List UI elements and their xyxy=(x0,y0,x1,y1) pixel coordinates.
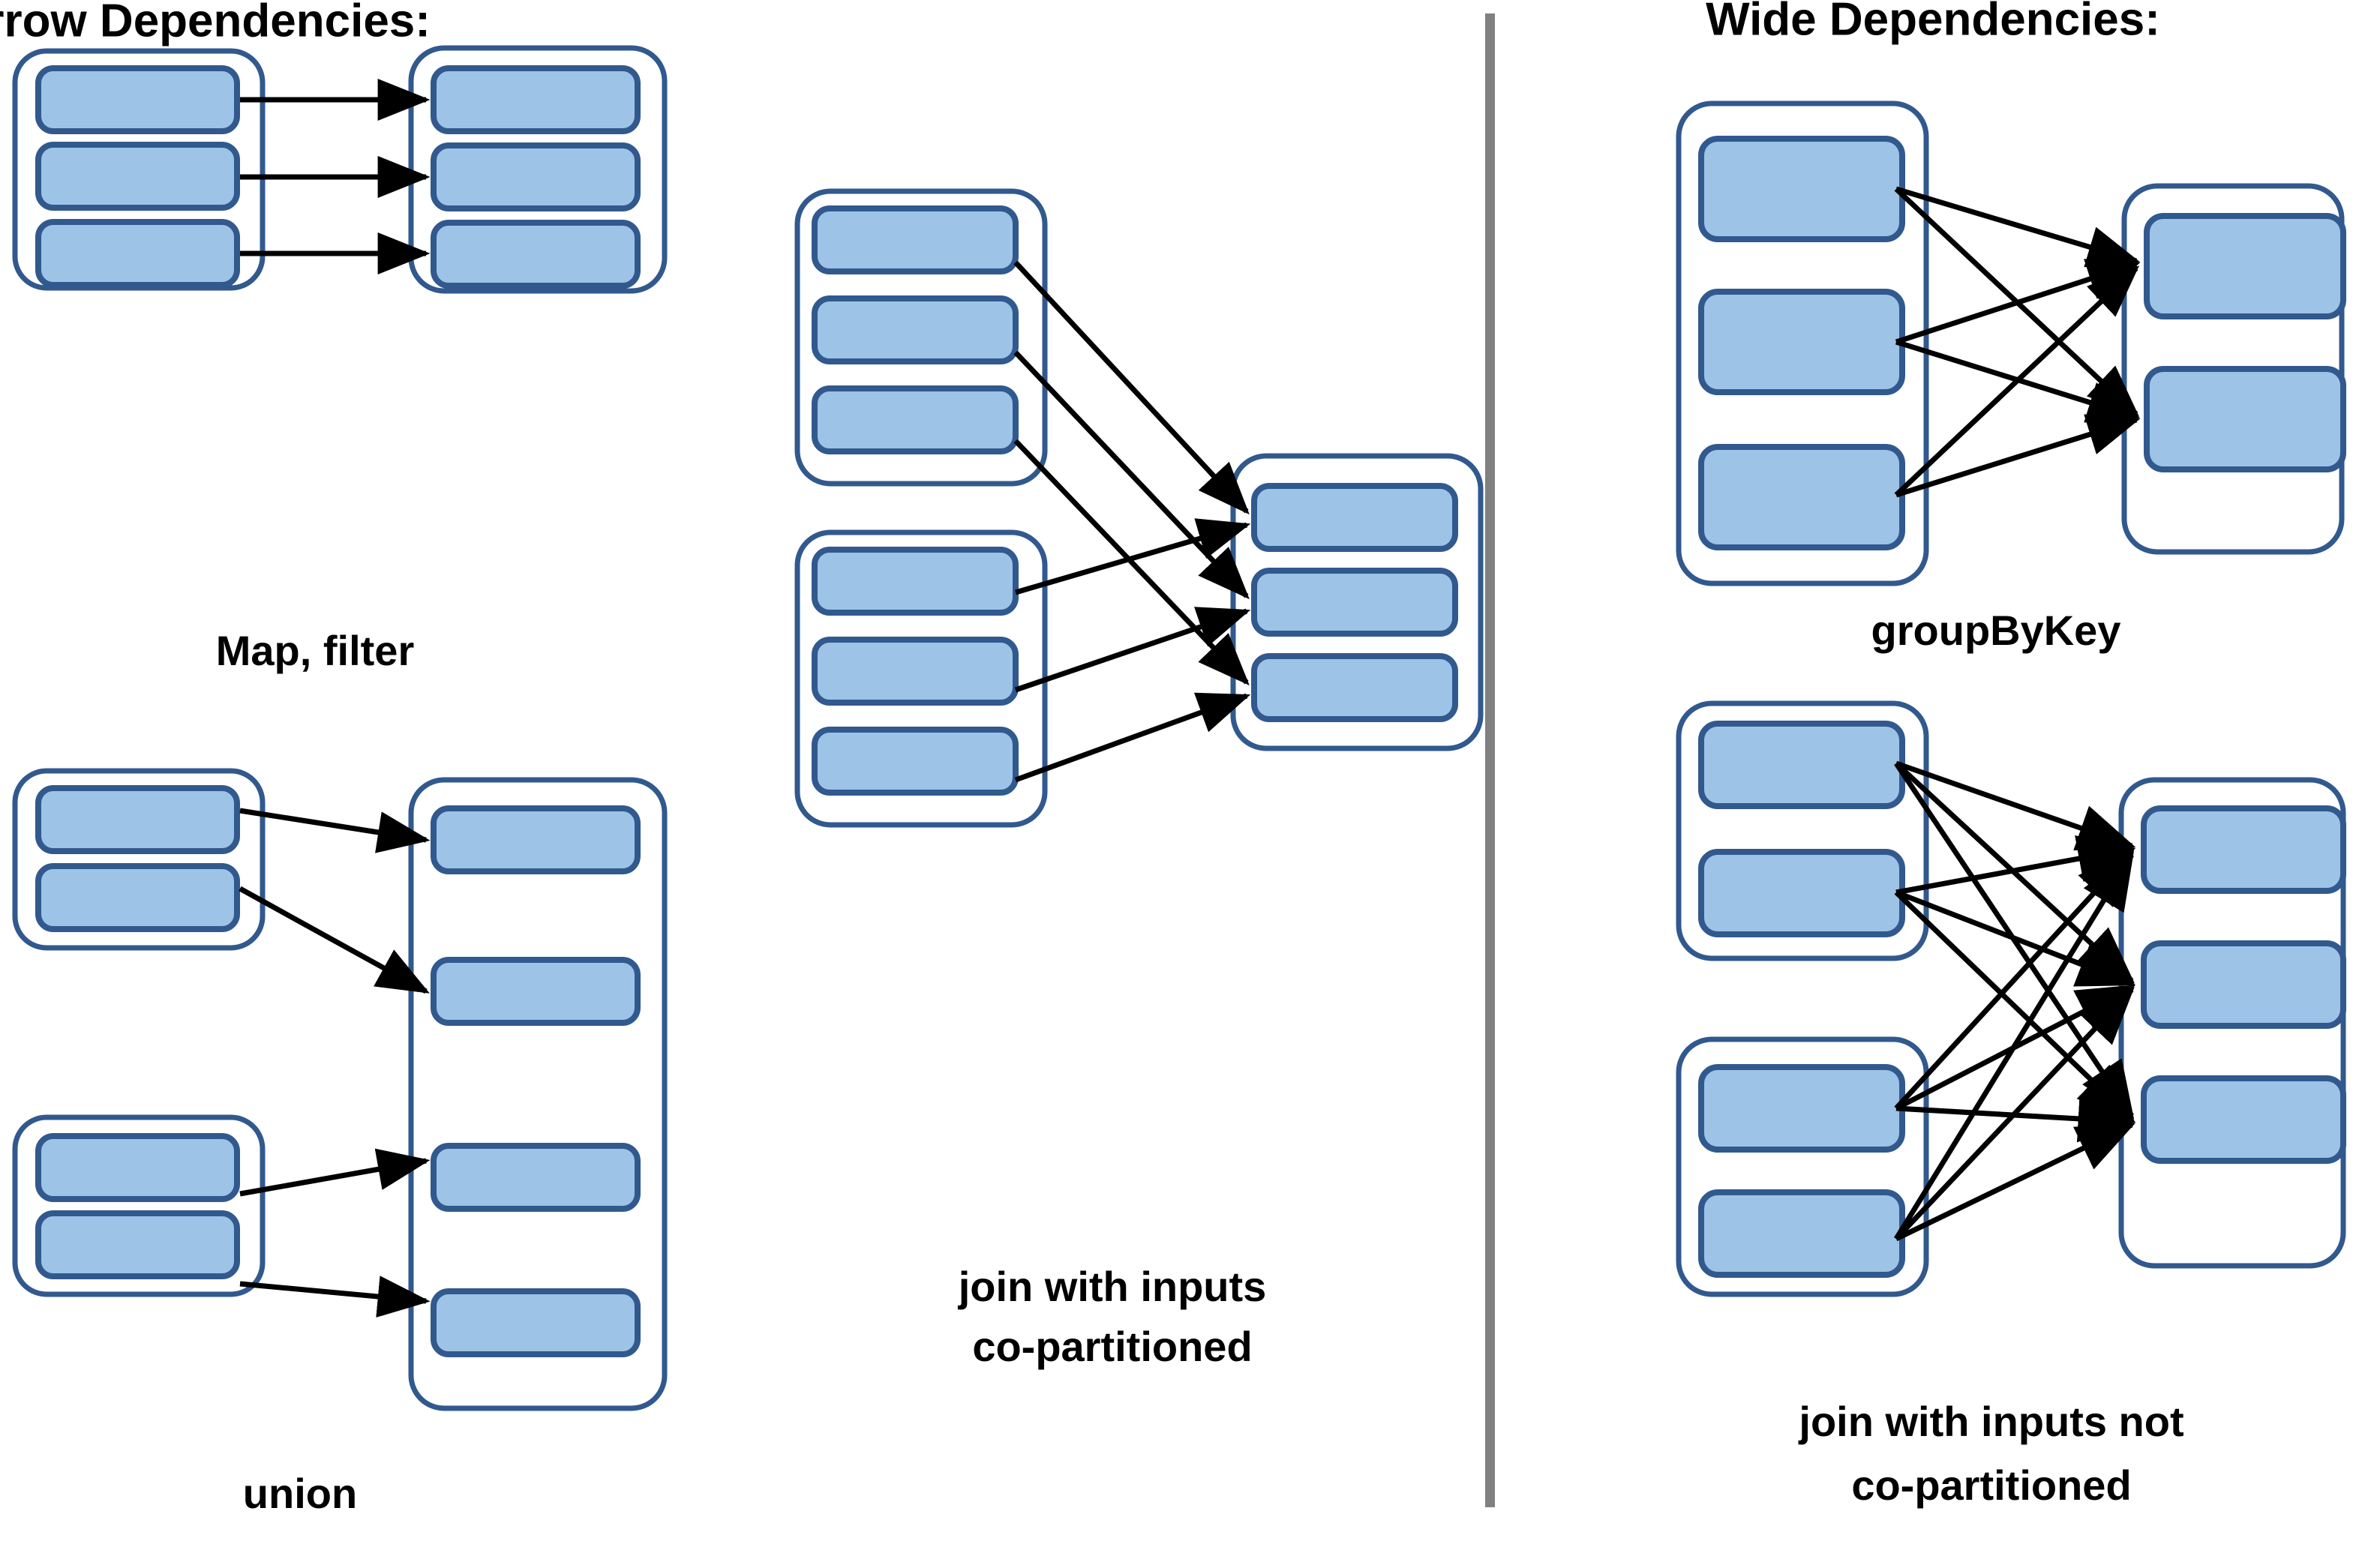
partition-box xyxy=(812,295,1019,364)
partition-box xyxy=(1698,1064,1905,1153)
caption-group-by-key: groupByKey xyxy=(1871,607,2121,654)
dependency-arrow xyxy=(1015,518,1251,595)
partition-box xyxy=(812,205,1019,274)
dependency-arrow xyxy=(1894,848,2135,1111)
panel-union: union xyxy=(12,768,668,1517)
partition-box xyxy=(431,957,641,1026)
partition-box xyxy=(1251,653,1458,722)
rdd-group-output xyxy=(408,777,668,1411)
partition-box xyxy=(812,547,1019,616)
dependency-arrow xyxy=(1895,835,2136,895)
dependency-arrow xyxy=(1895,186,2141,268)
caption-join-not-copartitioned-line1: join with inputs not xyxy=(1798,1398,2183,1445)
caption-map-filter: Map, filter xyxy=(216,627,414,674)
caption-union: union xyxy=(243,1470,357,1517)
partition-box xyxy=(431,1288,641,1357)
caption-join-copartitioned-line2: co-partitioned xyxy=(972,1323,1252,1370)
partition-box xyxy=(1698,1189,1905,1278)
partition-box xyxy=(2144,366,2346,472)
partition-box xyxy=(1698,136,1905,242)
partition-box xyxy=(431,805,641,874)
dependency-arrow xyxy=(239,1276,431,1318)
partition-box xyxy=(431,1143,641,1212)
panel-join-copartitioned: join with inputs co-partitioned xyxy=(794,188,1484,1370)
caption-join-not-copartitioned-line2: co-partitioned xyxy=(1851,1462,2131,1509)
partition-box xyxy=(35,65,240,134)
dependency-arrow xyxy=(239,886,430,994)
panel-map-filter: Map, filter xyxy=(12,45,668,674)
vertical-divider xyxy=(1485,13,1495,1507)
dependency-arrow xyxy=(1895,889,2136,987)
dependency-arrow xyxy=(239,808,431,853)
partition-box xyxy=(2141,1075,2346,1164)
dependency-arrow xyxy=(1894,851,2134,1240)
partition-box xyxy=(1698,721,1905,809)
dependency-arrow xyxy=(1013,260,1250,515)
partition-box xyxy=(35,863,240,932)
partition-box xyxy=(2141,940,2346,1029)
dependency-arrow xyxy=(1894,986,2135,1241)
partition-box xyxy=(1698,444,1905,550)
partition-box xyxy=(431,220,641,289)
partition-box xyxy=(1698,849,1905,937)
partition-box xyxy=(35,785,240,854)
wide-dependencies-title: Wide Dependencies: xyxy=(1706,0,2160,45)
dependency-arrow xyxy=(239,1148,431,1197)
dependency-arrow xyxy=(1895,1122,2136,1242)
partition-box xyxy=(812,637,1019,706)
partition-box xyxy=(812,385,1019,454)
partition-box xyxy=(35,219,240,288)
partition-box xyxy=(2144,213,2346,319)
dependency-arrow xyxy=(1014,607,1251,693)
panel-group-by-key: groupByKey xyxy=(1676,100,2346,654)
partition-box xyxy=(35,1210,240,1279)
partition-box xyxy=(2141,805,2346,894)
partition-box xyxy=(431,142,641,211)
dependency-arrow xyxy=(1894,265,2140,497)
partition-box xyxy=(1251,568,1458,637)
dependency-arrow xyxy=(1894,890,2135,1122)
partition-box xyxy=(812,727,1019,796)
narrow-dependencies-title: Narrow Dependencies: xyxy=(0,0,431,46)
partition-box xyxy=(1251,483,1458,552)
partition-box xyxy=(431,65,641,134)
dependency-arrow xyxy=(1895,760,2136,851)
panel-join-not-copartitioned: join with inputs not co-partitioned xyxy=(1676,700,2346,1509)
partition-box xyxy=(35,1133,240,1202)
partition-box xyxy=(35,142,240,211)
dependency-arrow xyxy=(1895,414,2141,498)
dependency-arrow xyxy=(1014,692,1251,783)
partition-box xyxy=(1698,289,1905,395)
caption-join-copartitioned-line1: join with inputs xyxy=(958,1263,1267,1310)
